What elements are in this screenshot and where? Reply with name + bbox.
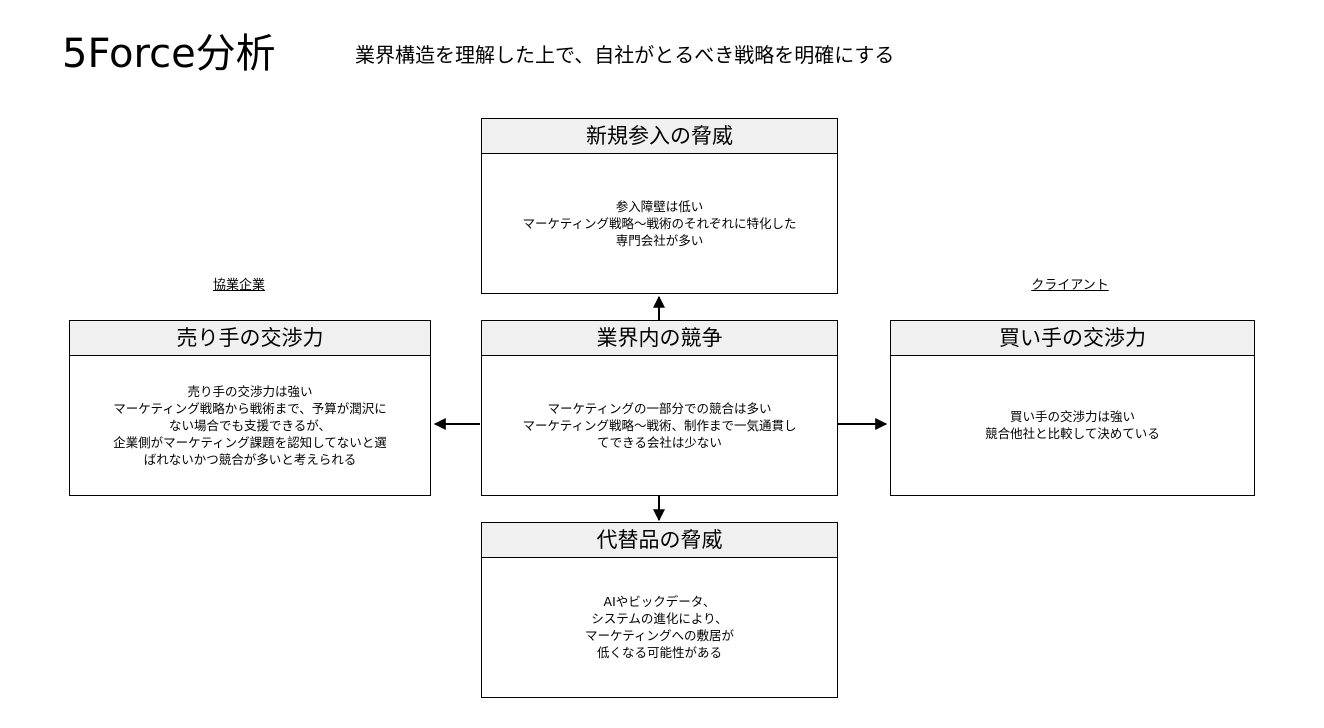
buyer-power-body: 買い手の交渉力は強い 競合他社と比較して決めている: [891, 355, 1254, 495]
supplier-power-body: 売り手の交渉力は強い マーケティング戦略から戦術まで、予算が潤沢に ない場合でも…: [70, 355, 430, 495]
new-entrants-box: 新規参入の脅威 参入障壁は低い マーケティング戦略〜戦術のそれぞれに特化した 専…: [481, 118, 838, 294]
rivalry-text: マーケティングの一部分での競合は多い マーケティング戦略〜戦術、制作まで一気通貫…: [522, 400, 797, 450]
buyer-power-text: 買い手の交渉力は強い 競合他社と比較して決めている: [985, 409, 1160, 441]
supplier-power-text: 売り手の交渉力は強い マーケティング戦略から戦術まで、予算が潤沢に ない場合でも…: [113, 383, 387, 467]
new-entrants-body: 参入障壁は低い マーケティング戦略〜戦術のそれぞれに特化した 専門会社が多い: [482, 153, 837, 293]
rivalry-box: 業界内の競争 マーケティングの一部分での競合は多い マーケティング戦略〜戦術、制…: [481, 320, 838, 496]
client-label: クライアント: [1031, 278, 1109, 293]
new-entrants-title: 新規参入の脅威: [482, 119, 837, 154]
supplier-power-box: 売り手の交渉力 売り手の交渉力は強い マーケティング戦略から戦術まで、予算が潤沢…: [69, 320, 431, 496]
substitutes-text: AIやビックデータ、 システムの進化により、 マーケティングへの敷居が 低くなる…: [584, 594, 734, 660]
new-entrants-text: 参入障壁は低い マーケティング戦略〜戦術のそれぞれに特化した 専門会社が多い: [522, 198, 797, 248]
partner-companies-label: 協業企業: [212, 278, 265, 293]
rivalry-body: マーケティングの一部分での競合は多い マーケティング戦略〜戦術、制作まで一気通貫…: [482, 355, 837, 495]
page-title: 5Force分析: [62, 31, 276, 77]
substitutes-box: 代替品の脅威 AIやビックデータ、 システムの進化により、 マーケティングへの敷…: [481, 522, 838, 698]
substitutes-title: 代替品の脅威: [482, 523, 837, 558]
page-subtitle: 業界構造を理解した上で、自社がとるべき戦略を明確にする: [355, 43, 895, 67]
buyer-power-box: 買い手の交渉力 買い手の交渉力は強い 競合他社と比較して決めている: [890, 320, 1255, 496]
buyer-power-title: 買い手の交渉力: [891, 321, 1254, 356]
substitutes-body: AIやビックデータ、 システムの進化により、 マーケティングへの敷居が 低くなる…: [482, 557, 837, 697]
rivalry-title: 業界内の競争: [482, 321, 837, 356]
supplier-power-title: 売り手の交渉力: [70, 321, 430, 356]
